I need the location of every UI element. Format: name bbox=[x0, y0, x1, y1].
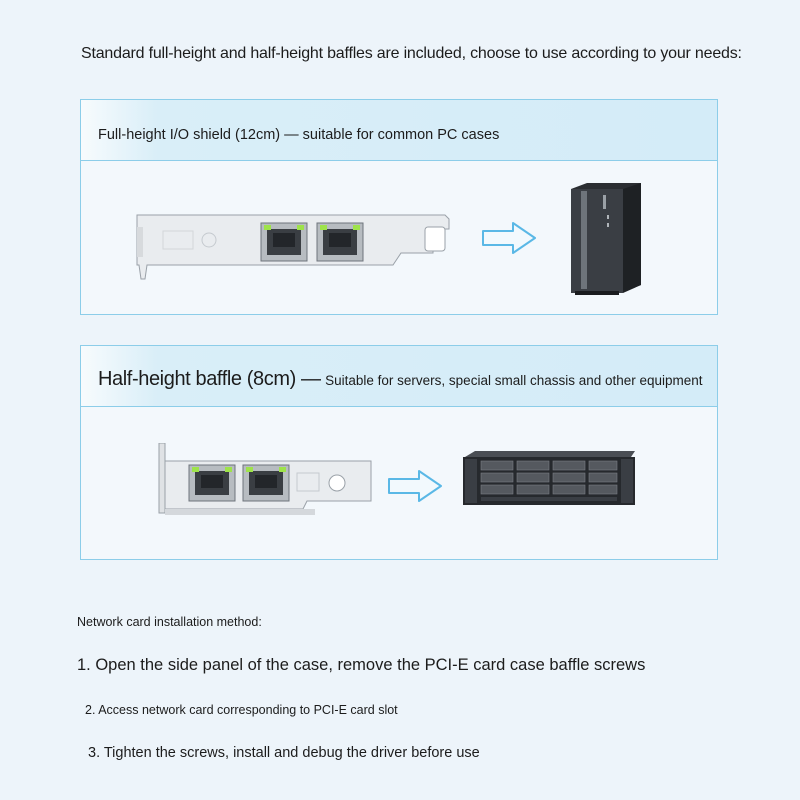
step-2: 2. Access network card corresponding to … bbox=[85, 703, 398, 717]
installation-title: Network card installation method: bbox=[77, 615, 262, 629]
half-height-heading-detail: Suitable for servers, special small chas… bbox=[325, 373, 703, 388]
arrow-right-icon bbox=[482, 222, 536, 254]
rj45-port-icon bbox=[242, 464, 290, 502]
half-height-panel: Half-height baffle (8cm) — Suitable for … bbox=[80, 345, 718, 560]
intro-text: Standard full-height and half-height baf… bbox=[81, 45, 742, 62]
full-height-panel: Full-height I/O shield (12cm) — suitable… bbox=[80, 99, 718, 315]
full-height-heading: Full-height I/O shield (12cm) — suitable… bbox=[98, 127, 500, 143]
rack-server-icon bbox=[463, 451, 635, 505]
half-height-network-card-icon bbox=[158, 443, 372, 515]
full-height-header: Full-height I/O shield (12cm) — suitable… bbox=[81, 100, 717, 161]
full-height-body bbox=[81, 161, 717, 314]
half-height-header: Half-height baffle (8cm) — Suitable for … bbox=[81, 346, 717, 407]
rj45-port-icon bbox=[260, 222, 308, 262]
full-height-network-card-icon bbox=[136, 214, 450, 280]
arrow-right-icon bbox=[388, 470, 442, 502]
half-height-body bbox=[81, 407, 717, 559]
rj45-port-icon bbox=[188, 464, 236, 502]
step-1: 1. Open the side panel of the case, remo… bbox=[77, 656, 646, 674]
step-3: 3. Tighten the screws, install and debug… bbox=[88, 745, 480, 761]
half-height-heading: Half-height baffle (8cm) — bbox=[98, 368, 321, 390]
pc-tower-icon bbox=[571, 183, 641, 295]
rj45-port-icon bbox=[316, 222, 364, 262]
